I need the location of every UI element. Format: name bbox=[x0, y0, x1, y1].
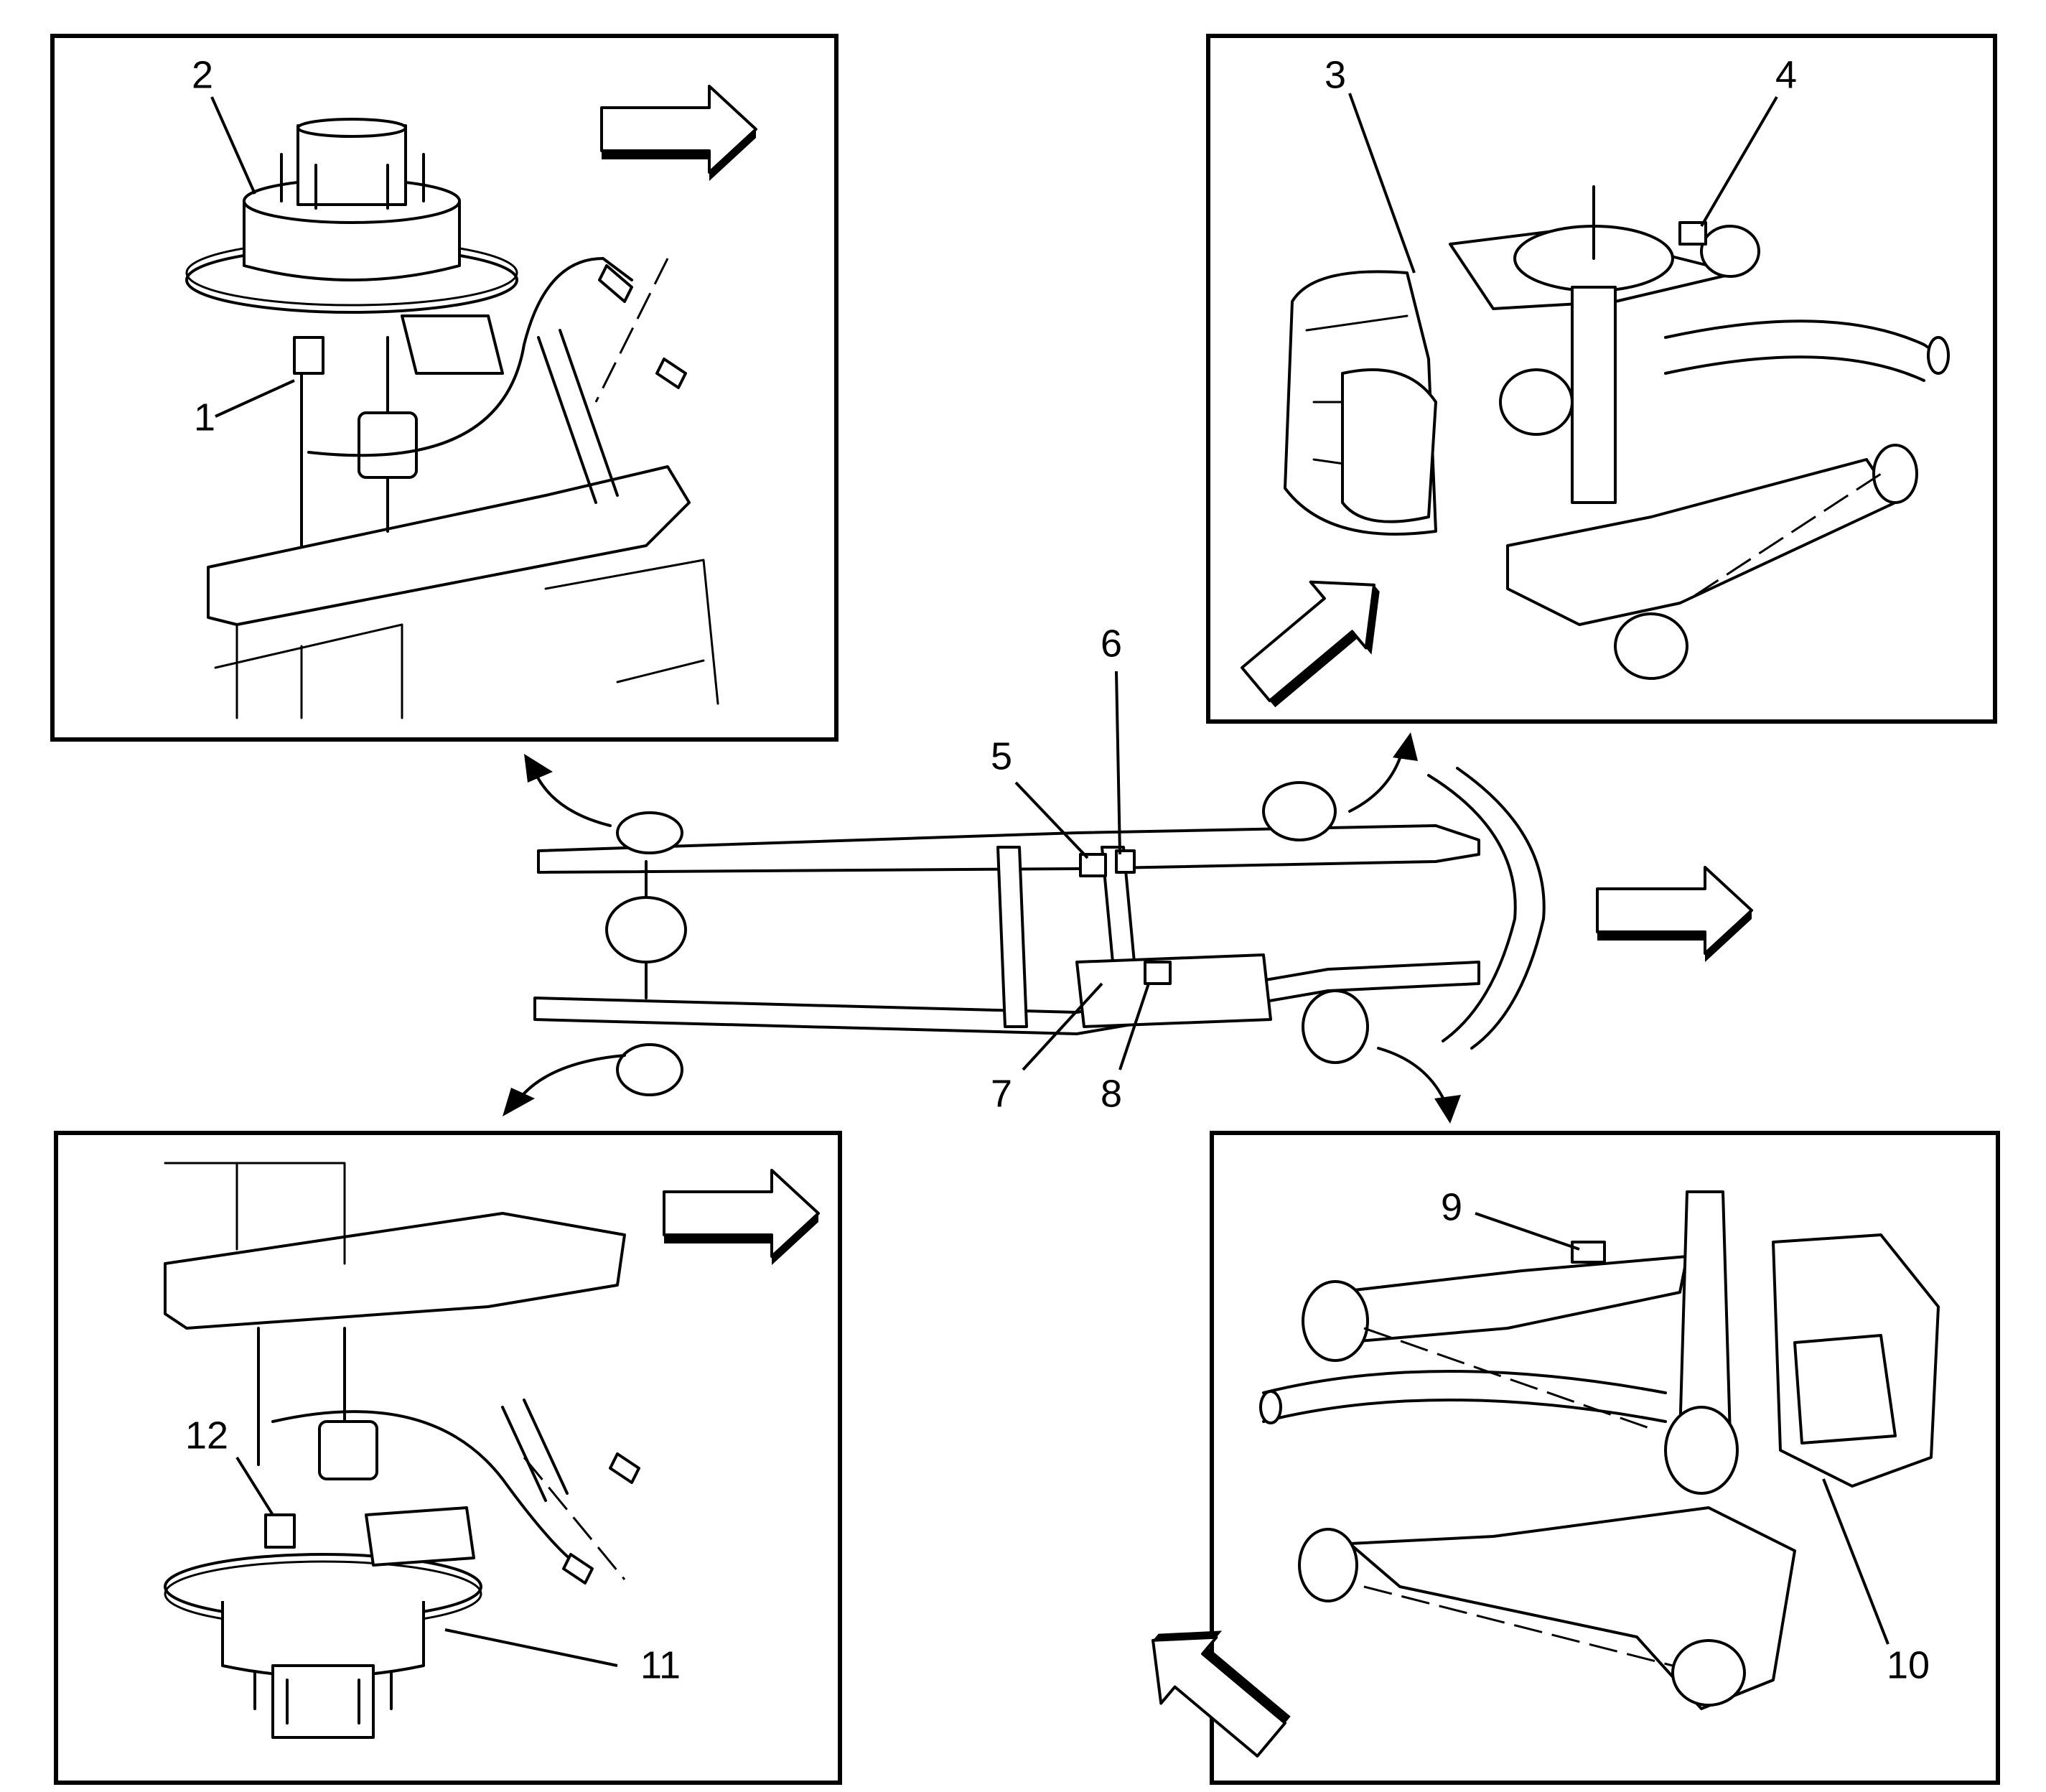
transmission-support bbox=[1075, 953, 1272, 1028]
callout-10: 10 bbox=[1887, 1643, 1930, 1686]
leader-3 bbox=[1348, 93, 1416, 274]
stabilizer-bar bbox=[1664, 319, 1947, 360]
front-knuckle-left bbox=[1262, 781, 1337, 841]
leader-7 bbox=[1022, 982, 1103, 1071]
curved-pointer-arrow-icon bbox=[524, 754, 612, 827]
wheel-speed-sensor-9 bbox=[1571, 1241, 1606, 1264]
front-frame-curve bbox=[1427, 774, 1517, 1042]
panel-left-front-wheel: 3 4 bbox=[1206, 34, 1997, 726]
strut-bushing bbox=[1664, 1406, 1739, 1495]
brake-caliper bbox=[401, 314, 504, 375]
stabilizer-bar bbox=[1262, 1370, 1667, 1394]
frame-rail-detail bbox=[164, 1162, 346, 1265]
leader-5 bbox=[1014, 781, 1089, 859]
brake-caliper bbox=[1341, 368, 1437, 523]
wheel-studs bbox=[253, 1671, 393, 1725]
callout-6: 6 bbox=[1101, 622, 1122, 665]
panel-right-rear-wheel: 12 11 bbox=[54, 1131, 842, 1785]
sensor-5-location bbox=[1079, 853, 1107, 877]
strut bbox=[1571, 286, 1617, 504]
callout-1: 1 bbox=[194, 396, 215, 439]
leader-4 bbox=[1700, 95, 1778, 228]
crossmember bbox=[996, 846, 1028, 1028]
callout-4: 4 bbox=[1775, 53, 1797, 96]
front-knuckle-right bbox=[1302, 989, 1369, 1064]
leader-11 bbox=[444, 1628, 618, 1667]
frame-rail bbox=[164, 1212, 626, 1330]
callout-3: 3 bbox=[1325, 53, 1346, 96]
wheel-speed-sensor-1 bbox=[293, 336, 324, 375]
brake-hose bbox=[537, 329, 619, 504]
callout-5: 5 bbox=[991, 734, 1012, 778]
callout-11: 11 bbox=[640, 1643, 681, 1686]
frame-crossmember bbox=[544, 559, 719, 705]
strut bbox=[1678, 1190, 1732, 1437]
leader-10 bbox=[1822, 1478, 1889, 1645]
panel-right-front-wheel: 9 10 bbox=[1124, 1131, 2000, 1785]
differential bbox=[605, 896, 687, 963]
callout-7: 7 bbox=[991, 1072, 1012, 1115]
leader-9 bbox=[1475, 1212, 1580, 1251]
curved-pointer-arrow-icon bbox=[1348, 732, 1418, 813]
brake-caliper bbox=[1793, 1334, 1897, 1445]
curved-pointer-arrow-icon bbox=[503, 1054, 626, 1116]
leader-2 bbox=[210, 96, 256, 195]
frame-rail-detail bbox=[214, 623, 403, 719]
lower-control-arm bbox=[1506, 458, 1897, 626]
panel-left-rear-wheel: 1 2 bbox=[50, 34, 839, 742]
frame-rail bbox=[207, 465, 691, 626]
wheel-studs bbox=[280, 153, 425, 210]
sensor-bracket bbox=[358, 411, 418, 479]
sensor-harness bbox=[271, 1410, 590, 1574]
callout-12: 12 bbox=[185, 1414, 228, 1457]
chassis-overview: 5 6 7 8 bbox=[503, 622, 1753, 1124]
leader-6 bbox=[1115, 671, 1121, 855]
callout-8: 8 bbox=[1101, 1072, 1122, 1115]
wheel-speed-sensor-12 bbox=[264, 1513, 296, 1549]
sensor-8-location bbox=[1144, 961, 1172, 985]
curved-pointer-arrow-icon bbox=[1377, 1047, 1461, 1124]
rear-hub-left bbox=[616, 811, 683, 854]
leader-1 bbox=[215, 379, 295, 418]
callout-9: 9 bbox=[1441, 1185, 1462, 1228]
callout-2: 2 bbox=[192, 53, 213, 96]
front-direction-arrow-icon bbox=[1596, 866, 1753, 963]
brake-caliper bbox=[365, 1506, 475, 1567]
leader-12 bbox=[235, 1456, 274, 1516]
brake-hose bbox=[501, 1399, 569, 1502]
hub-cap bbox=[271, 1664, 375, 1739]
rear-hub-right bbox=[616, 1043, 683, 1096]
sensor-bracket bbox=[318, 1420, 378, 1480]
sensor-harness bbox=[307, 257, 633, 457]
leader-8 bbox=[1118, 983, 1150, 1070]
